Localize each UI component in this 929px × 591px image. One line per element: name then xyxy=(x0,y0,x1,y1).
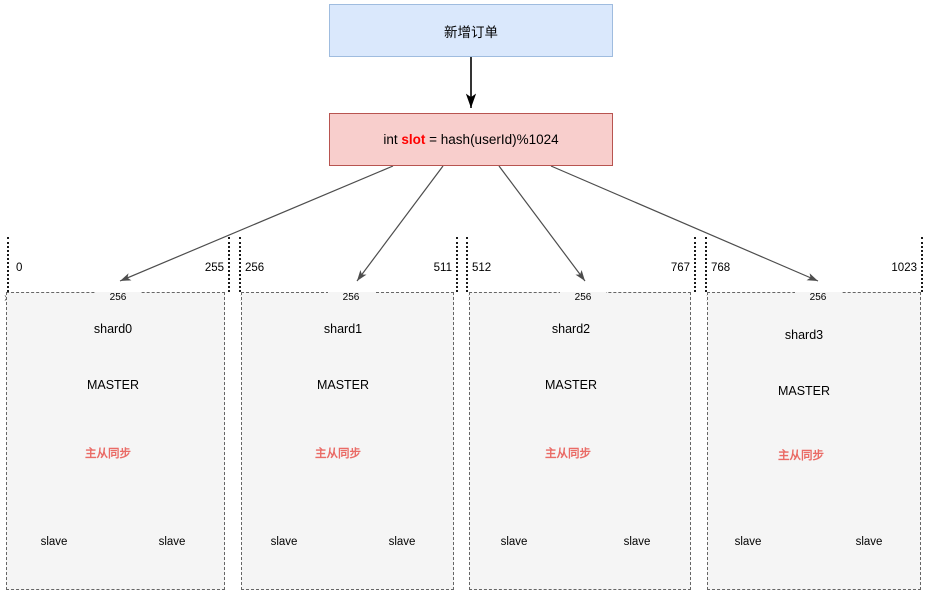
range-start-2: 512 xyxy=(472,262,492,274)
slot-boundary-end-2 xyxy=(694,237,696,292)
connector-slot-to-region-3 xyxy=(550,165,819,282)
slot-boundary-start-1 xyxy=(239,237,241,292)
connector-slot-to-region-2 xyxy=(498,165,586,282)
slave-label-0-1: slave xyxy=(158,536,186,548)
range-end-3: 1023 xyxy=(891,262,917,274)
range-end-1: 511 xyxy=(433,262,452,274)
slot-boundary-end-0 xyxy=(228,237,230,292)
master-name-3: shard3 xyxy=(784,328,824,342)
master-role-1: MASTER xyxy=(316,378,370,392)
slave-label-3-0: slave xyxy=(734,536,762,548)
range-start-0: 0 xyxy=(16,262,23,274)
slot-boundary-end-3 xyxy=(921,237,923,292)
sync-label-1: 主从同步 xyxy=(315,448,361,460)
sync-label-2: 主从同步 xyxy=(545,448,591,460)
master-name-0: shard0 xyxy=(93,322,133,336)
measure-label-0: 256 xyxy=(95,292,141,303)
slot-box[interactable] xyxy=(329,113,613,166)
slot-boundary-start-0 xyxy=(7,237,9,292)
master-name-1: shard1 xyxy=(323,322,363,336)
measure-label-1: 256 xyxy=(328,292,374,303)
connector-slot-to-region-0 xyxy=(119,165,394,282)
range-end-0: 255 xyxy=(204,262,224,274)
connector-slot-to-region-1 xyxy=(356,165,444,282)
measure-label-2: 256 xyxy=(560,292,606,303)
slave-label-1-0: slave xyxy=(270,536,298,548)
sync-label-0: 主从同步 xyxy=(85,448,131,460)
master-name-2: shard2 xyxy=(551,322,591,336)
master-role-3: MASTER xyxy=(777,384,831,398)
shard-region-0[interactable] xyxy=(6,292,225,590)
shard-region-1[interactable] xyxy=(241,292,454,590)
measure-label-3: 256 xyxy=(795,292,841,303)
slave-label-1-1: slave xyxy=(388,536,416,548)
order-box[interactable] xyxy=(329,4,613,57)
slave-label-0-0: slave xyxy=(40,536,68,548)
master-role-0: MASTER xyxy=(86,378,140,392)
slave-label-2-0: slave xyxy=(500,536,528,548)
slave-label-2-1: slave xyxy=(623,536,651,548)
range-start-1: 256 xyxy=(245,262,265,274)
range-end-2: 767 xyxy=(670,262,690,274)
master-role-2: MASTER xyxy=(544,378,598,392)
range-start-3: 768 xyxy=(711,262,731,274)
shard-region-3[interactable] xyxy=(707,292,921,590)
sync-label-3: 主从同步 xyxy=(778,450,824,462)
slot-boundary-start-3 xyxy=(705,237,707,292)
slave-label-3-1: slave xyxy=(855,536,883,548)
slot-boundary-start-2 xyxy=(466,237,468,292)
slot-boundary-end-1 xyxy=(456,237,458,292)
